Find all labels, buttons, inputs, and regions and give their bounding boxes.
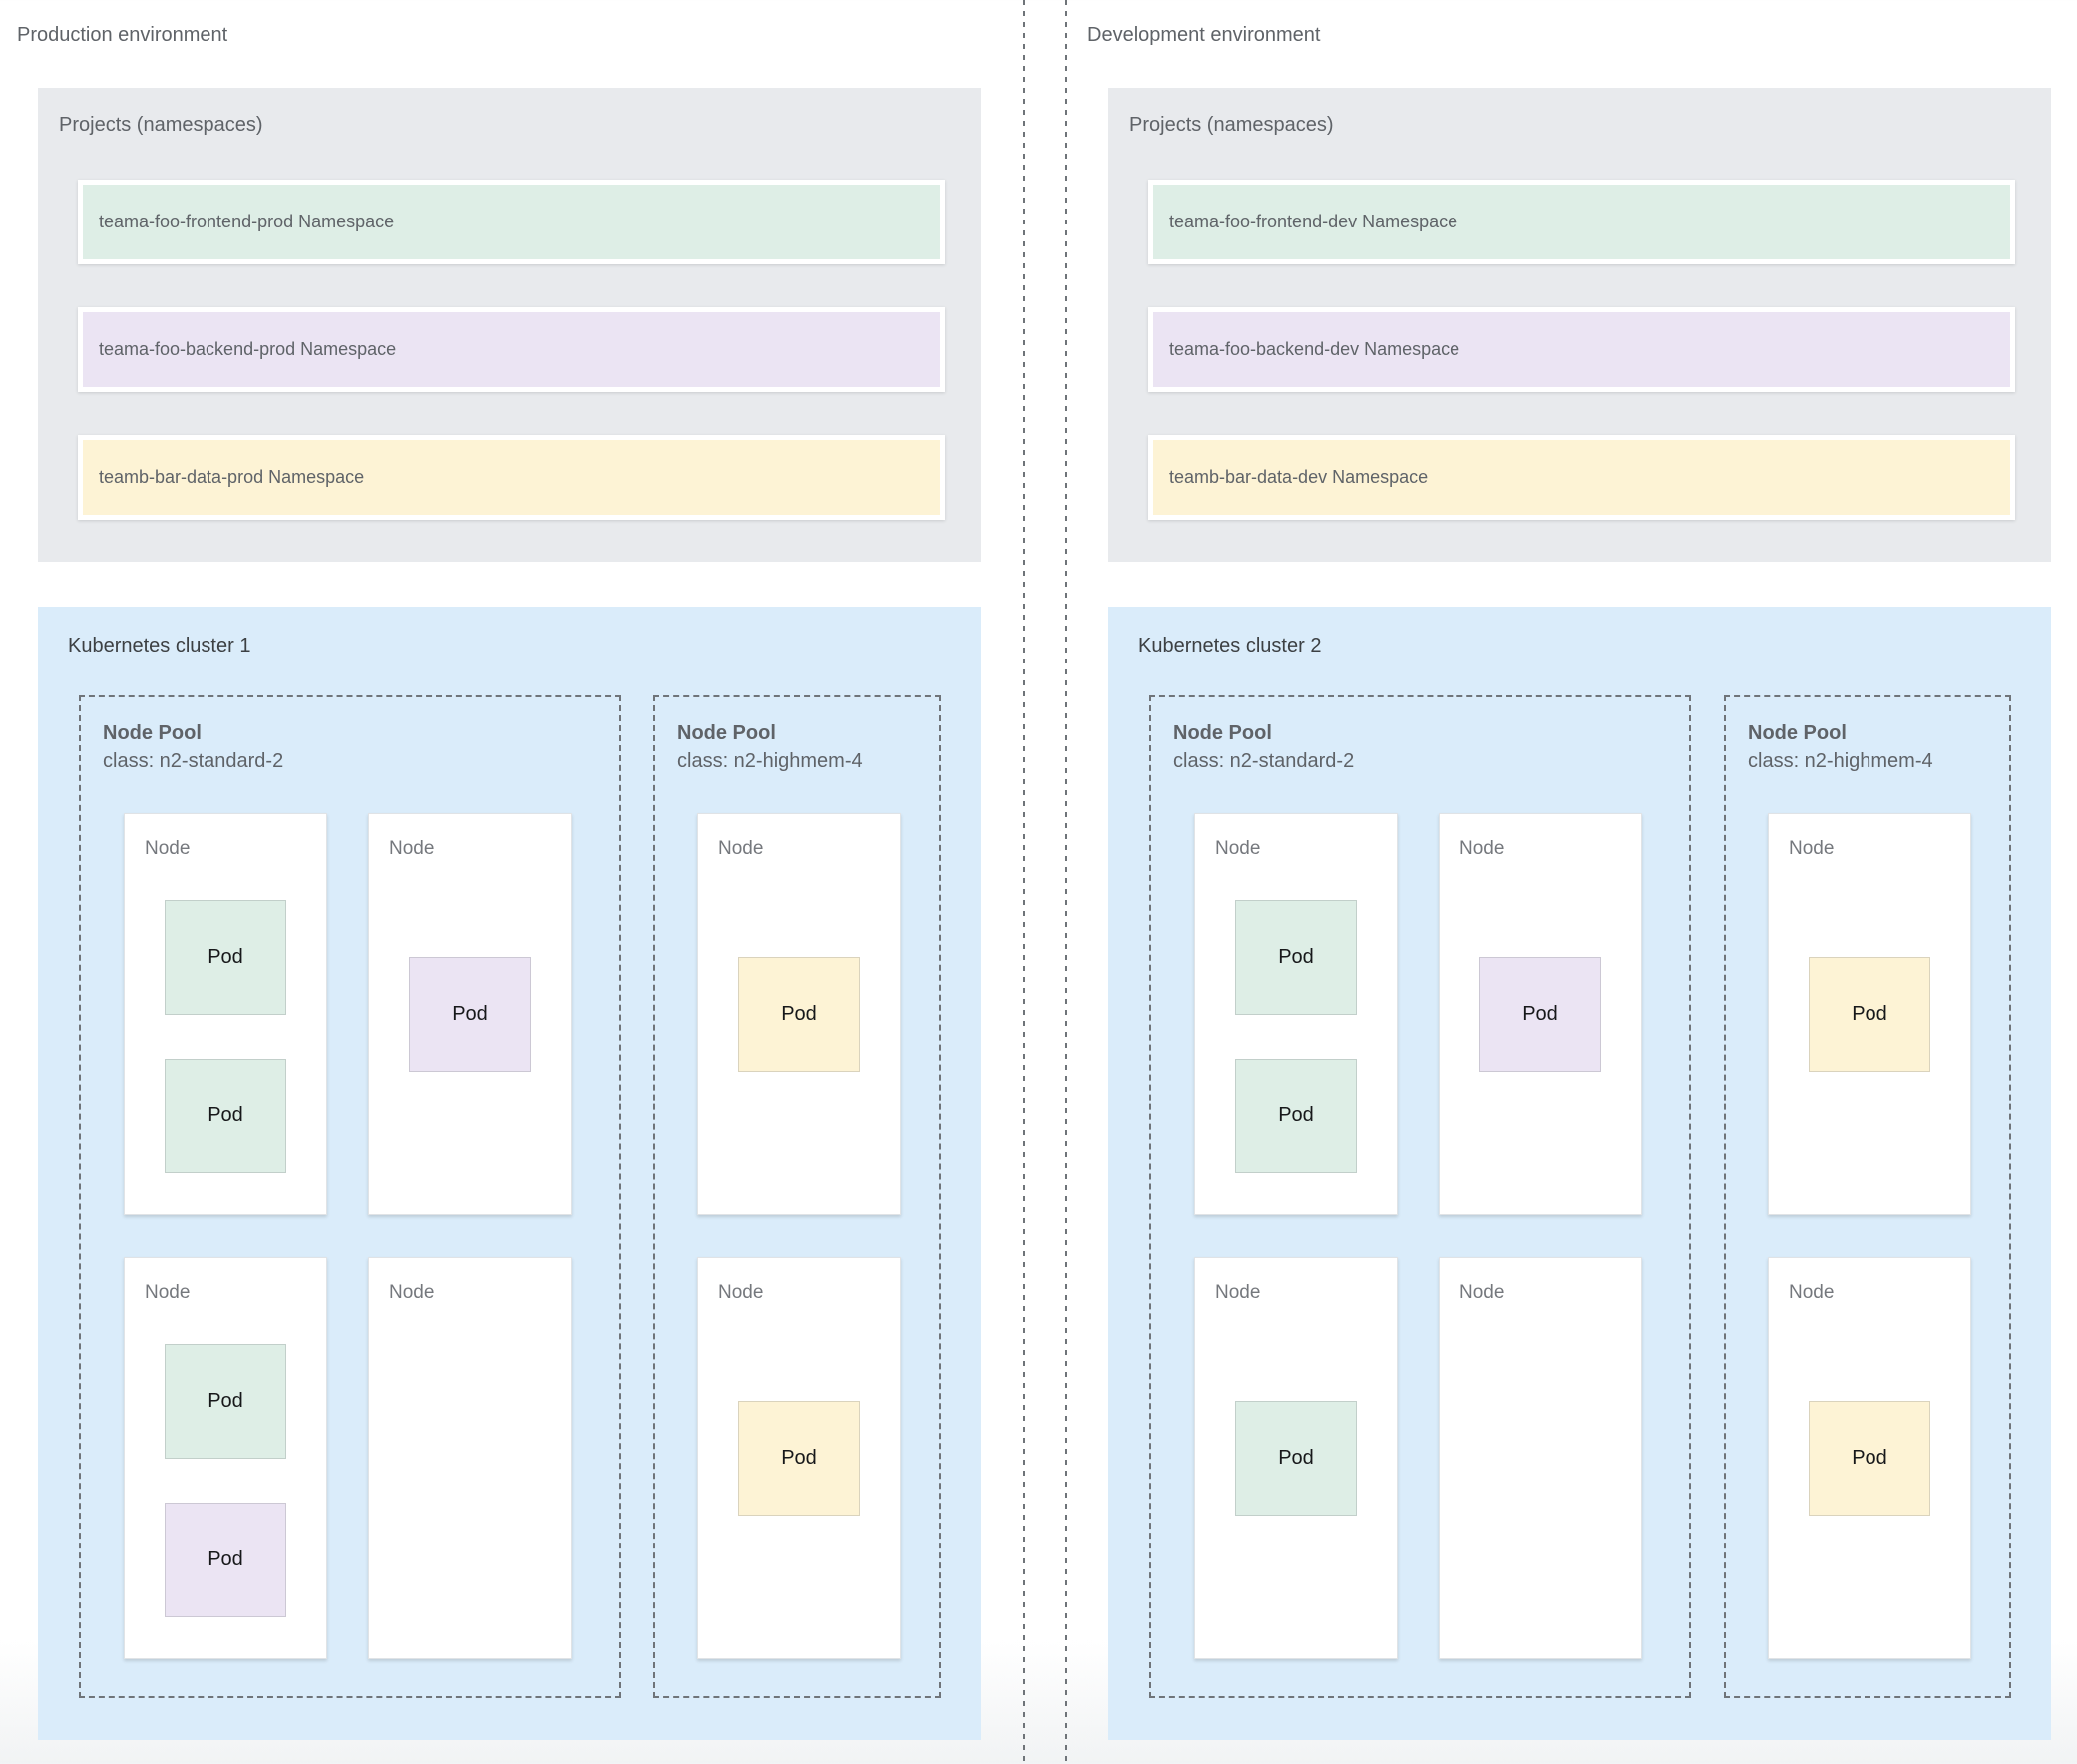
pod-box: Pod xyxy=(165,1344,286,1459)
namespace-bar-data-prod: teamb-bar-data-prod Namespace xyxy=(78,435,945,520)
node-pool-class: class: n2-standard-2 xyxy=(1173,750,1355,772)
node-label: Node xyxy=(389,838,435,859)
node-box-empty: Node xyxy=(368,1257,572,1659)
environment-divider-line-left xyxy=(1023,0,1025,1764)
namespace-label: teamb-bar-data-dev Namespace xyxy=(1153,440,2010,515)
pod-box: Pod xyxy=(738,1401,860,1516)
pod-box: Pod xyxy=(165,1059,286,1173)
node-label: Node xyxy=(389,1282,435,1303)
node-box: Node Pod xyxy=(1194,1257,1398,1659)
pod-box: Pod xyxy=(1235,1401,1357,1516)
projects-panel: Projects (namespaces) teama-foo-frontend… xyxy=(1108,88,2051,562)
node-pool-class: class: n2-highmem-4 xyxy=(677,750,863,772)
namespace-label: teama-foo-backend-dev Namespace xyxy=(1153,312,2010,387)
node-box: Node Pod xyxy=(368,813,572,1215)
namespace-label: teamb-bar-data-prod Namespace xyxy=(83,440,940,515)
node-pool-standard: Node Pool class: n2-standard-2 Node Pod … xyxy=(79,695,621,1698)
pod-box: Pod xyxy=(165,1503,286,1617)
namespace-bar-frontend-prod: teama-foo-frontend-prod Namespace xyxy=(78,180,945,264)
node-box-empty: Node xyxy=(1439,1257,1642,1659)
development-environment: Development environment Projects (namesp… xyxy=(1070,0,2077,1764)
namespace-label: teama-foo-backend-prod Namespace xyxy=(83,312,940,387)
node-pool-header: Node Pool class: n2-standard-2 xyxy=(1173,719,1354,775)
node-label: Node xyxy=(1215,838,1261,859)
namespace-label: teama-foo-frontend-prod Namespace xyxy=(83,185,940,259)
cluster-title: Kubernetes cluster 2 xyxy=(1138,635,1322,657)
node-pool-class: class: n2-standard-2 xyxy=(103,750,284,772)
node-label: Node xyxy=(145,1282,191,1303)
node-pool-header: Node Pool class: n2-highmem-4 xyxy=(677,719,863,775)
node-box: Node Pod xyxy=(697,1257,901,1659)
node-pool-name: Node Pool xyxy=(677,722,776,744)
node-label: Node xyxy=(1789,1282,1835,1303)
node-pool-highmem: Node Pool class: n2-highmem-4 Node Pod N… xyxy=(1724,695,2011,1698)
namespace-bar-backend-dev: teama-foo-backend-dev Namespace xyxy=(1148,307,2015,392)
node-box: Node Pod Pod xyxy=(1194,813,1398,1215)
projects-panel-label: Projects (namespaces) xyxy=(59,114,263,136)
node-pool-name: Node Pool xyxy=(1748,722,1847,744)
node-label: Node xyxy=(718,838,764,859)
node-pool-name: Node Pool xyxy=(1173,722,1272,744)
pod-box: Pod xyxy=(1235,900,1357,1015)
node-pool-header: Node Pool class: n2-standard-2 xyxy=(103,719,283,775)
node-pool-class: class: n2-highmem-4 xyxy=(1748,750,1933,772)
environment-title: Production environment xyxy=(17,24,228,46)
node-label: Node xyxy=(718,1282,764,1303)
node-label: Node xyxy=(1459,1282,1505,1303)
node-box: Node Pod xyxy=(1768,1257,1971,1659)
node-label: Node xyxy=(1459,838,1505,859)
environment-divider-line-right xyxy=(1065,0,1067,1764)
node-label: Node xyxy=(1789,838,1835,859)
pod-box: Pod xyxy=(1479,957,1601,1072)
node-pool-highmem: Node Pool class: n2-highmem-4 Node Pod N… xyxy=(653,695,941,1698)
node-label: Node xyxy=(145,838,191,859)
kubernetes-cluster-panel: Kubernetes cluster 1 Node Pool class: n2… xyxy=(38,607,981,1740)
node-box: Node Pod xyxy=(1768,813,1971,1215)
production-environment: Production environment Projects (namespa… xyxy=(0,0,1028,1764)
pod-box: Pod xyxy=(1809,1401,1930,1516)
pod-box: Pod xyxy=(165,900,286,1015)
projects-panel: Projects (namespaces) teama-foo-frontend… xyxy=(38,88,981,562)
pod-box: Pod xyxy=(1235,1059,1357,1173)
kubernetes-cluster-panel: Kubernetes cluster 2 Node Pool class: n2… xyxy=(1108,607,2051,1740)
node-box: Node Pod Pod xyxy=(124,1257,327,1659)
node-box: Node Pod xyxy=(697,813,901,1215)
node-pool-standard: Node Pool class: n2-standard-2 Node Pod … xyxy=(1149,695,1691,1698)
namespace-label: teama-foo-frontend-dev Namespace xyxy=(1153,185,2010,259)
namespace-bar-frontend-dev: teama-foo-frontend-dev Namespace xyxy=(1148,180,2015,264)
pod-box: Pod xyxy=(738,957,860,1072)
node-pool-name: Node Pool xyxy=(103,722,202,744)
namespace-bar-data-dev: teamb-bar-data-dev Namespace xyxy=(1148,435,2015,520)
cluster-title: Kubernetes cluster 1 xyxy=(68,635,251,657)
namespace-bar-backend-prod: teama-foo-backend-prod Namespace xyxy=(78,307,945,392)
node-pool-header: Node Pool class: n2-highmem-4 xyxy=(1748,719,1933,775)
node-box: Node Pod xyxy=(1439,813,1642,1215)
projects-panel-label: Projects (namespaces) xyxy=(1129,114,1334,136)
pod-box: Pod xyxy=(409,957,531,1072)
environment-title: Development environment xyxy=(1087,24,1321,46)
node-box: Node Pod Pod xyxy=(124,813,327,1215)
node-label: Node xyxy=(1215,1282,1261,1303)
pod-box: Pod xyxy=(1809,957,1930,1072)
